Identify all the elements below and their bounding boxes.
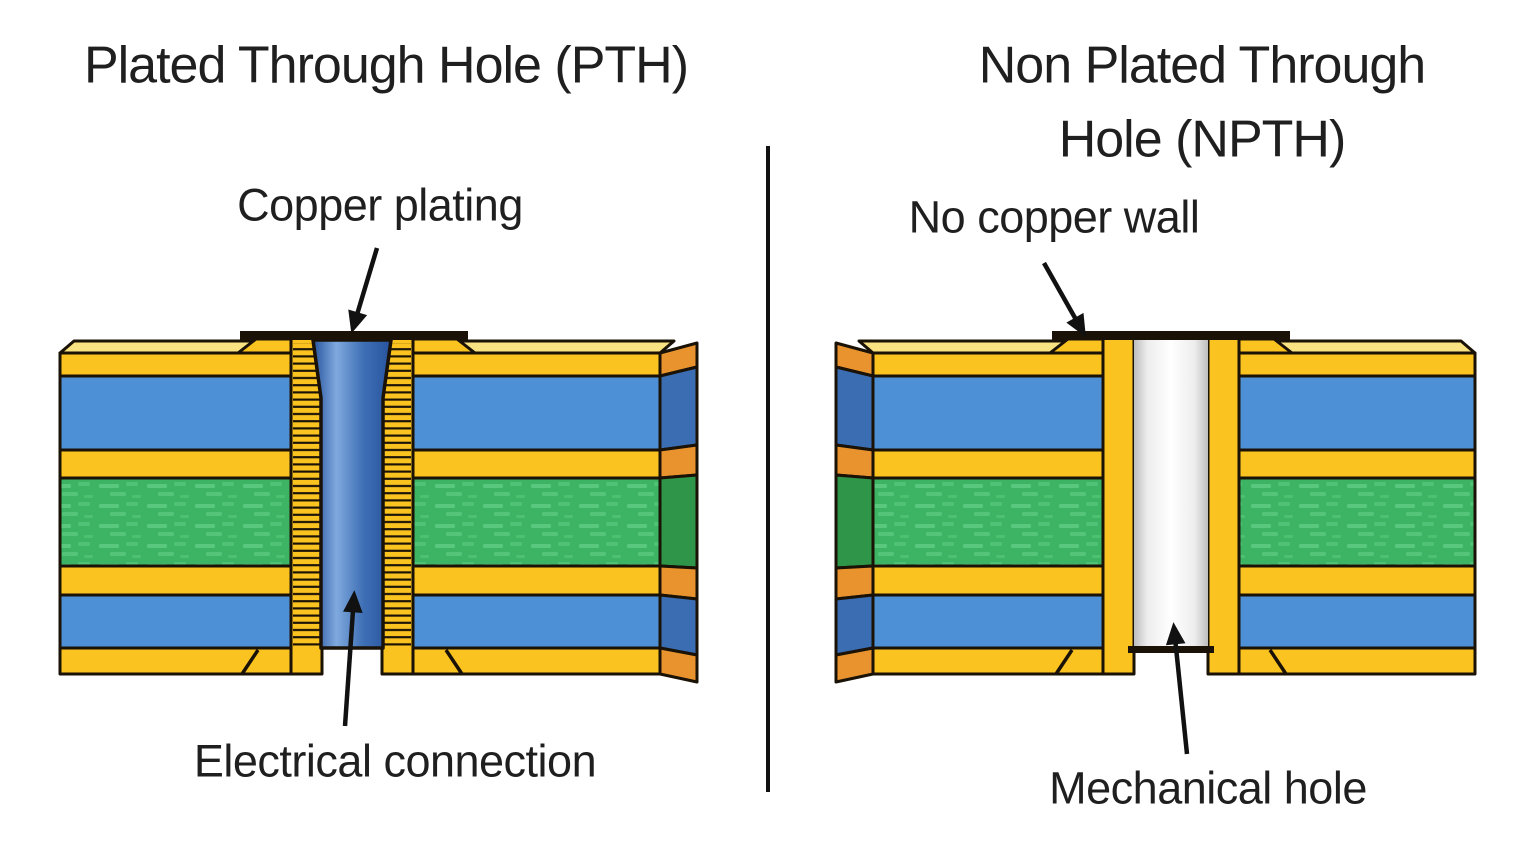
copper-plating-label: Copper plating [237, 179, 523, 231]
copper-layer [1237, 351, 1477, 378]
pad-top-cap [1052, 331, 1290, 340]
substrate-layer-side [658, 593, 699, 657]
copper-layer [871, 564, 1105, 597]
copper-layer [411, 646, 662, 676]
substrate-layer [871, 593, 1105, 650]
npth-title-line2: Hole (NPTH) [1058, 110, 1347, 169]
substrate-layer [58, 593, 293, 650]
pad-bevel [1237, 337, 1294, 355]
copper-pad-column [1101, 336, 1136, 676]
copper-layer-side [658, 646, 699, 684]
drill-hole-bottom-edge [1128, 646, 1214, 653]
no-copper-wall-arrow [1042, 261, 1086, 338]
mechanical-hole-label: Mechanical hole [1049, 762, 1367, 814]
pad-bevel-line [1054, 649, 1074, 675]
copper-layer-side [658, 443, 699, 480]
copper-layer-side [658, 564, 699, 601]
substrate-layer [1237, 374, 1477, 452]
npth-left-block [834, 336, 1136, 684]
copper-layer [871, 351, 1105, 378]
pth-title: Plated Through Hole (PTH) [83, 36, 689, 95]
npth-title-line1: Non Plated Through [978, 36, 1426, 95]
core-layer-side [834, 473, 875, 570]
copper-layer [871, 448, 1105, 480]
substrate-layer-side [658, 365, 699, 452]
npth-right-block [1206, 336, 1477, 676]
substrate-layer-side [834, 593, 875, 657]
core-layer [411, 476, 662, 568]
plated-barrel-hatch [293, 343, 320, 646]
copper-layer-side [834, 443, 875, 480]
substrate-layer [1237, 593, 1477, 650]
copper-layer [871, 646, 1105, 676]
substrate-layer [411, 374, 662, 452]
substrate-layer [411, 593, 662, 650]
pad-bevel-line [240, 649, 260, 675]
pad-bevel-line [1268, 649, 1288, 675]
pth-left-block [58, 336, 324, 676]
pad-bevel [1048, 337, 1105, 355]
pth-board [58, 331, 699, 684]
copper-layer [411, 448, 662, 480]
substrate-layer-side [834, 365, 875, 452]
pth-right-block [380, 336, 699, 684]
core-layer-side [658, 473, 699, 570]
copper-pad-column [1206, 336, 1241, 676]
pad-bevel [411, 337, 477, 355]
electrical-connection-arrow [342, 590, 363, 727]
copper-layer [58, 448, 293, 480]
copper-plating-arrow [348, 247, 380, 334]
pad-top-cap [240, 331, 468, 340]
substrate-layer [58, 374, 293, 452]
core-layer [58, 476, 293, 568]
npth-board [834, 331, 1477, 684]
core-layer [871, 476, 1105, 568]
pad-bevel-line [444, 649, 464, 675]
substrate-layer [871, 374, 1105, 452]
copper-layer-side [834, 646, 875, 684]
mechanical-hole-arrow [1165, 622, 1190, 755]
plated-barrel-hatch [384, 343, 411, 646]
no-copper-wall-label: No copper wall [908, 191, 1200, 243]
plated-hole-fill [311, 338, 393, 650]
electrical-connection-label: Electrical connection [193, 735, 597, 787]
copper-layer [411, 564, 662, 597]
copper-layer [58, 564, 293, 597]
drill-hole [1134, 340, 1208, 646]
pad-bevel [236, 337, 293, 355]
copper-layer [1237, 646, 1477, 676]
copper-layer [58, 351, 293, 378]
copper-layer-side [834, 564, 875, 601]
core-layer [1237, 476, 1477, 568]
copper-layer [411, 351, 662, 378]
copper-layer [1237, 564, 1477, 597]
copper-layer [1237, 448, 1477, 480]
